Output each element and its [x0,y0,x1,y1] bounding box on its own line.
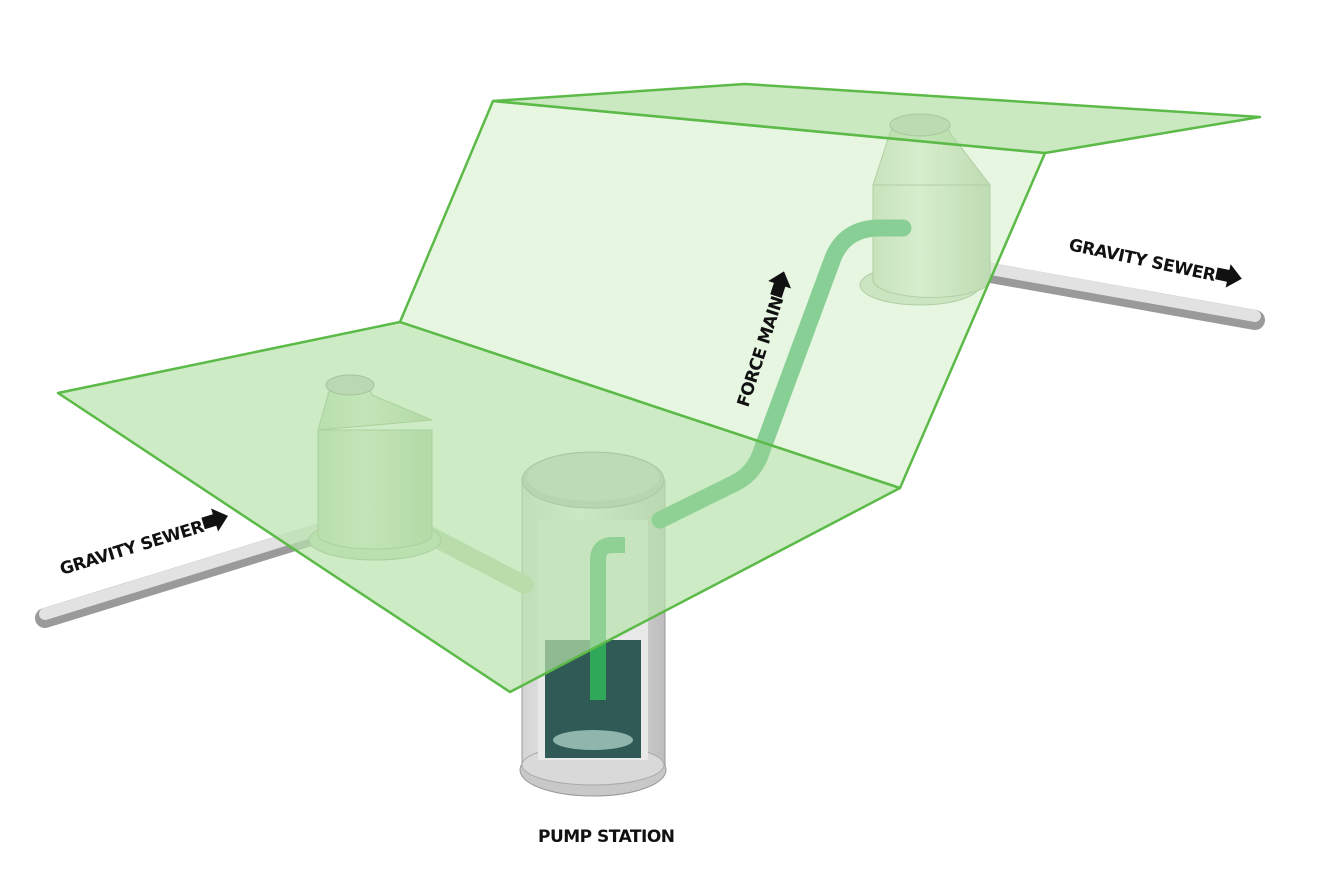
upper-ground-plane [491,82,1262,155]
arrow-right-icon [201,508,228,532]
ground-planes [56,82,1262,694]
gravity-sewer-pipe-out [975,262,1265,330]
gravity-sewer-out-label: GRAVITY SEWER [1067,235,1217,286]
arrow-up-icon [768,271,792,299]
pump-station-label: PUMP STATION [538,827,675,847]
arrow-right-icon [1215,264,1242,288]
